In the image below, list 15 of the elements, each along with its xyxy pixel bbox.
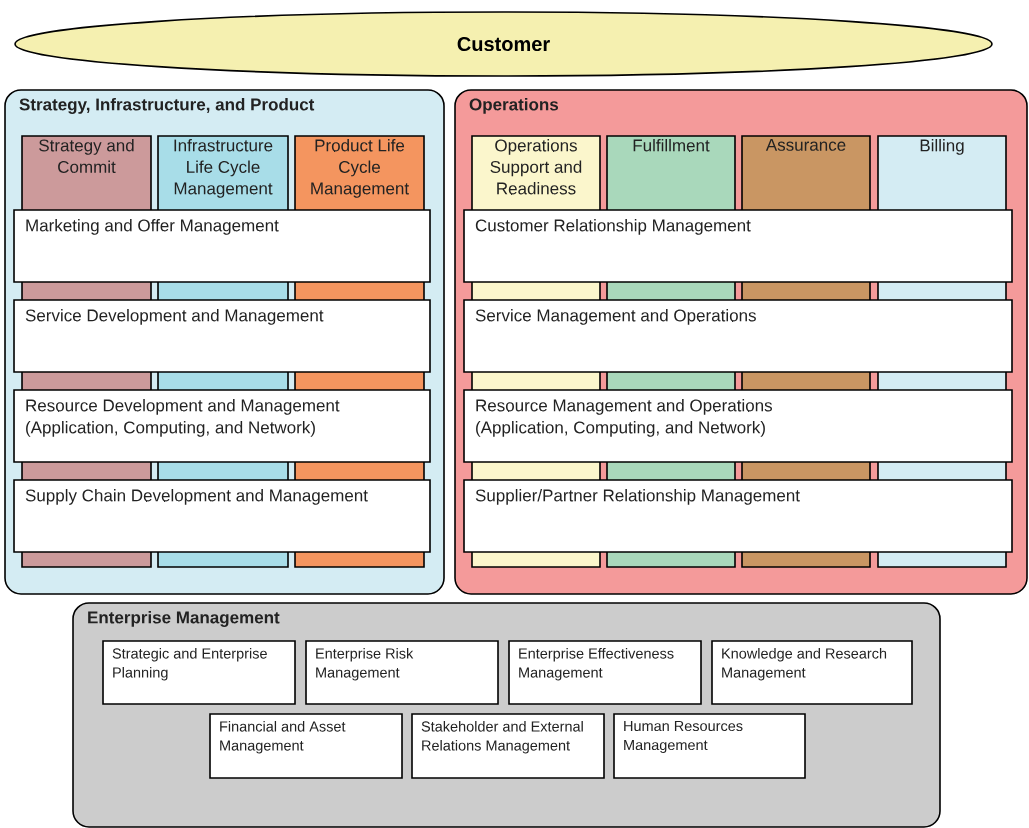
- process-row: Resource Management and Operations (Application, Computing, and Network): [463, 389, 1013, 463]
- process-box: Enterprise Effectiveness Management: [508, 640, 702, 705]
- process-row: Supply Chain Development and Management: [13, 479, 431, 553]
- process-box: Financial and Asset Management: [209, 713, 403, 779]
- process-row: Marketing and Offer Management: [13, 209, 431, 283]
- process-row: Service Development and Management: [13, 299, 431, 373]
- process-box: Enterprise Risk Management: [305, 640, 499, 705]
- process-row: Service Management and Operations: [463, 299, 1013, 373]
- process-row: Customer Relationship Management: [463, 209, 1013, 283]
- process-row: Supplier/Partner Relationship Management: [463, 479, 1013, 553]
- process-box: Knowledge and Research Management: [711, 640, 913, 705]
- process-row: Resource Development and Management (Application, Computing, and Network): [13, 389, 431, 463]
- process-box: Stakeholder and External Relations Management: [411, 713, 605, 779]
- process-box: Strategic and Enterprise Planning: [102, 640, 296, 705]
- process-box: Human Resources Management: [613, 713, 806, 779]
